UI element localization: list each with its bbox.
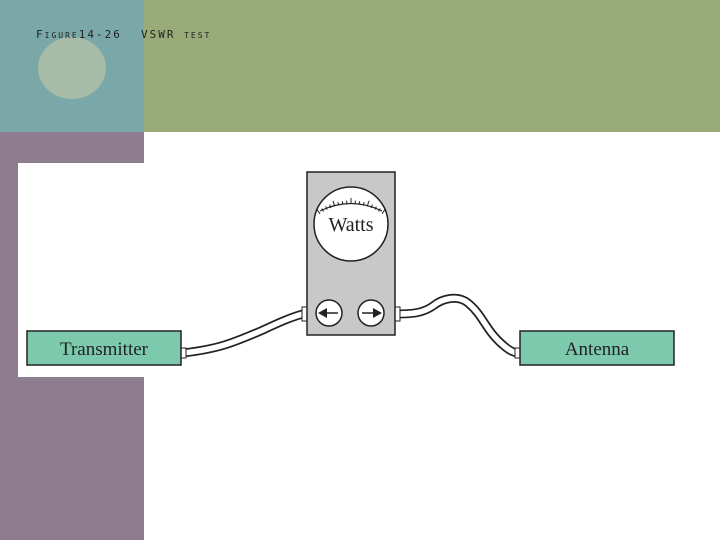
meter-tick <box>325 206 328 210</box>
meter-tick <box>337 201 340 206</box>
transmitter-label: Transmitter <box>60 339 149 360</box>
meter-tick <box>370 204 373 209</box>
slide-title: VSWR test <box>141 28 212 41</box>
meter-tick <box>332 200 336 207</box>
wattmeter: Watts <box>306 171 396 336</box>
meter-tick <box>362 201 365 206</box>
antenna-label: Antenna <box>565 339 630 360</box>
decorative-circle <box>38 37 106 99</box>
cable-left-inner <box>182 310 308 356</box>
arrow-right-icon <box>357 299 385 327</box>
meter-tick <box>316 208 321 215</box>
meter-tick <box>341 201 344 205</box>
meter-tick <box>381 208 386 215</box>
meter-tick <box>329 204 332 209</box>
meter-tick <box>378 208 381 212</box>
antenna-box: Antenna <box>519 330 675 366</box>
transmitter-box: Transmitter <box>26 330 182 366</box>
meter-scale-ticks <box>316 198 386 215</box>
antenna-rect <box>519 330 675 366</box>
meter-dial <box>313 186 389 262</box>
meter-label: Watts <box>328 214 373 236</box>
meter-tick <box>374 206 377 210</box>
figure-number: Figure14-26 <box>36 28 122 41</box>
transmitter-rect <box>26 330 182 366</box>
title-bar-background <box>144 0 720 132</box>
meter-tick <box>366 200 370 207</box>
meter-tick <box>321 208 324 212</box>
vswr-diagram: Transmitter Antenna Watts <box>18 163 688 377</box>
meter-tick <box>358 201 361 205</box>
cable-right-inner <box>394 295 521 356</box>
arrow-left-icon <box>315 299 343 327</box>
